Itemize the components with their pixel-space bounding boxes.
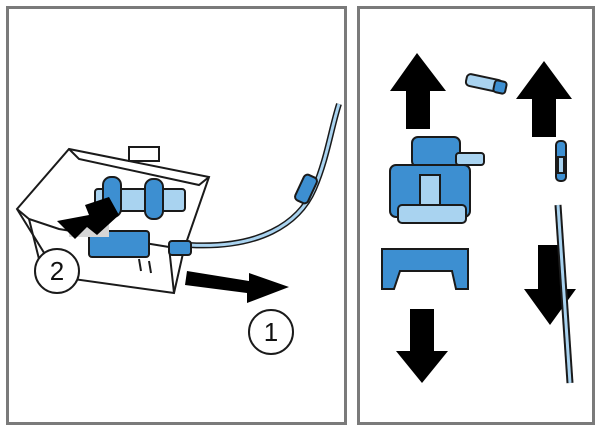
step-2-marker: 2: [34, 248, 80, 294]
small-connector: [464, 73, 508, 95]
rod-upper: [555, 140, 567, 182]
cable-sleeve: [294, 173, 318, 205]
panel-disassemble-parts: [357, 6, 595, 425]
arrow-down-left-icon: [57, 197, 119, 239]
illustration-left: 2 1: [15, 103, 342, 355]
illustration-right: [381, 53, 576, 384]
rod-lower: [554, 204, 574, 384]
arrow-up-icon: [390, 53, 446, 133]
lower-part: [381, 248, 469, 290]
cable: [188, 103, 342, 249]
step-1-marker: 1: [248, 309, 294, 355]
step-1-label: 1: [264, 317, 278, 347]
arrow-down-icon: [396, 309, 448, 383]
arrow-right-icon: [185, 271, 289, 303]
step-2-label: 2: [50, 256, 64, 286]
panel-remove-assembly: 2 1: [6, 6, 347, 425]
upper-part: [389, 129, 485, 224]
arrow-up-icon: [516, 61, 572, 137]
